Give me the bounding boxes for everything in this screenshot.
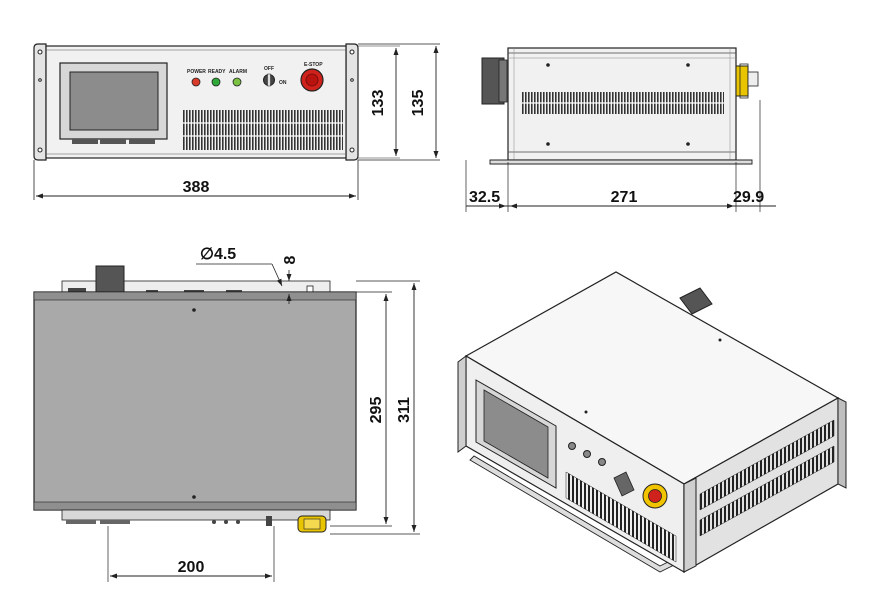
front-right-flange <box>345 43 359 161</box>
alarm-led <box>232 77 242 87</box>
top-cover <box>33 291 357 511</box>
front-left-flange <box>33 43 47 161</box>
top-view: ∅4.5 8 295 311 200 <box>33 246 420 582</box>
front-screen <box>69 71 159 131</box>
label-alarm: ALARM <box>229 69 247 75</box>
iso-side-vent <box>699 419 835 511</box>
top-front-edge <box>61 509 331 521</box>
power-led <box>191 77 201 87</box>
label-estop: E-STOP <box>304 62 323 68</box>
dim-front-height-inner: 133 <box>370 90 387 117</box>
dim-top-depth-inner: 295 <box>368 397 385 424</box>
ready-led <box>211 77 221 87</box>
label-power: POWER <box>187 69 206 75</box>
dim-front-width: 388 <box>183 179 210 196</box>
isometric-view <box>457 271 847 574</box>
side-view: 32.5 271 29.9 <box>465 47 776 212</box>
dim-hole-diameter: ∅4.5 <box>200 246 236 263</box>
dim-side-depth: 271 <box>611 189 638 206</box>
label-ready: READY <box>208 69 226 75</box>
dim-hole-offset: 8 <box>282 255 299 264</box>
dim-side-right-offset: 29.9 <box>733 189 764 206</box>
iso-rear-connector <box>679 287 713 315</box>
side-base-plate <box>489 159 753 165</box>
side-front-knob <box>735 65 749 97</box>
dim-front-height-outer: 135 <box>410 90 427 117</box>
front-vent-grille <box>183 110 343 150</box>
label-off: OFF <box>264 66 274 72</box>
iso-screen <box>483 389 549 479</box>
label-on: ON <box>279 80 287 86</box>
dim-mount-spacing: 200 <box>178 559 205 576</box>
dim-side-left-offset: 32.5 <box>469 189 500 206</box>
iso-front-vent <box>565 471 677 563</box>
front-view: POWER READY ALARM OFF ON E-STOP 388 133 … <box>33 43 440 200</box>
dim-top-depth-outer: 311 <box>396 397 413 423</box>
